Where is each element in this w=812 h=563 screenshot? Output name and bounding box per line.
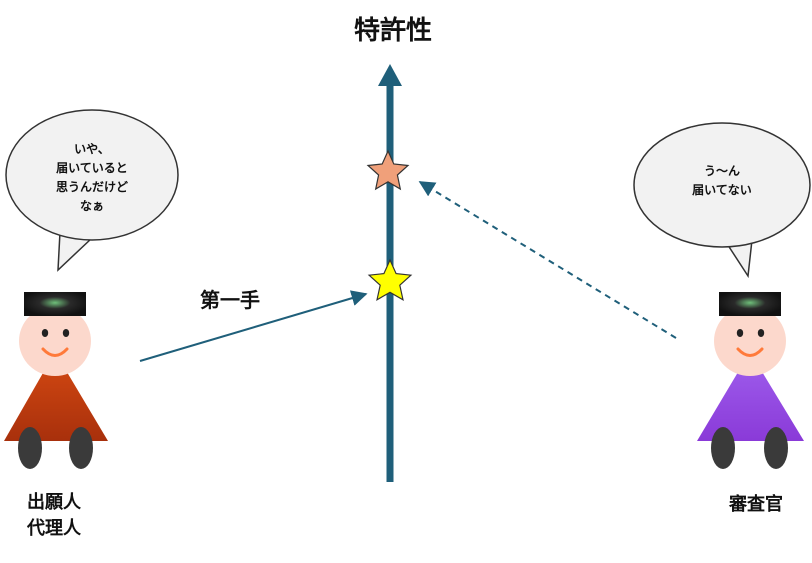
applicant-speech-line: 届いていると xyxy=(56,161,128,175)
examiner-smile xyxy=(736,347,764,357)
examiner-left-foot xyxy=(711,427,735,469)
applicant-face xyxy=(19,306,91,376)
star-icon-lower xyxy=(367,258,413,301)
applicant-speech-line: いや、 xyxy=(74,142,110,156)
diagram-title: 特許性 xyxy=(353,16,432,46)
examiner-right-eye xyxy=(757,329,765,337)
applicant-speech-line: 思うんだけど xyxy=(55,180,128,194)
first-move-arrow xyxy=(139,290,368,362)
examiner-face xyxy=(714,306,786,376)
applicant-left-foot xyxy=(18,427,42,469)
applicant-left-eye xyxy=(41,329,49,337)
applicant-smile xyxy=(41,347,69,357)
applicant-speech-text: いや、 届いていると 思うんだけど なぁ xyxy=(22,140,162,216)
first-move-label: 第一手 xyxy=(200,288,260,312)
examiner-label: 審査官 xyxy=(729,494,783,515)
applicant-hat xyxy=(24,292,86,316)
examiner-figure xyxy=(697,292,804,469)
applicant-speech-line: なぁ xyxy=(79,199,104,213)
examiner-speech-text: う～ん 届いてない xyxy=(652,162,792,200)
applicant-figure xyxy=(4,292,108,469)
examiner-left-eye xyxy=(736,329,744,337)
examiner-speech-line: う～ん xyxy=(703,164,740,178)
examiner-dashed-arrow xyxy=(418,181,677,339)
applicant-label-line: 出願人 xyxy=(27,492,81,513)
applicant-speech-bubble xyxy=(5,109,179,272)
examiner-hat xyxy=(719,292,781,316)
applicant-label: 出願人 代理人 xyxy=(8,490,100,542)
examiner-speech-line: 届いてない xyxy=(692,183,752,197)
examiner-robe xyxy=(697,352,804,441)
examiner-speech-bubble xyxy=(633,122,811,279)
examiner-right-foot xyxy=(764,427,788,469)
applicant-robe xyxy=(4,352,108,441)
star-icon-upper xyxy=(366,149,410,191)
up-arrow-icon xyxy=(378,64,402,86)
applicant-label-line: 代理人 xyxy=(27,518,81,539)
applicant-right-eye xyxy=(62,329,70,337)
applicant-right-foot xyxy=(69,427,93,469)
